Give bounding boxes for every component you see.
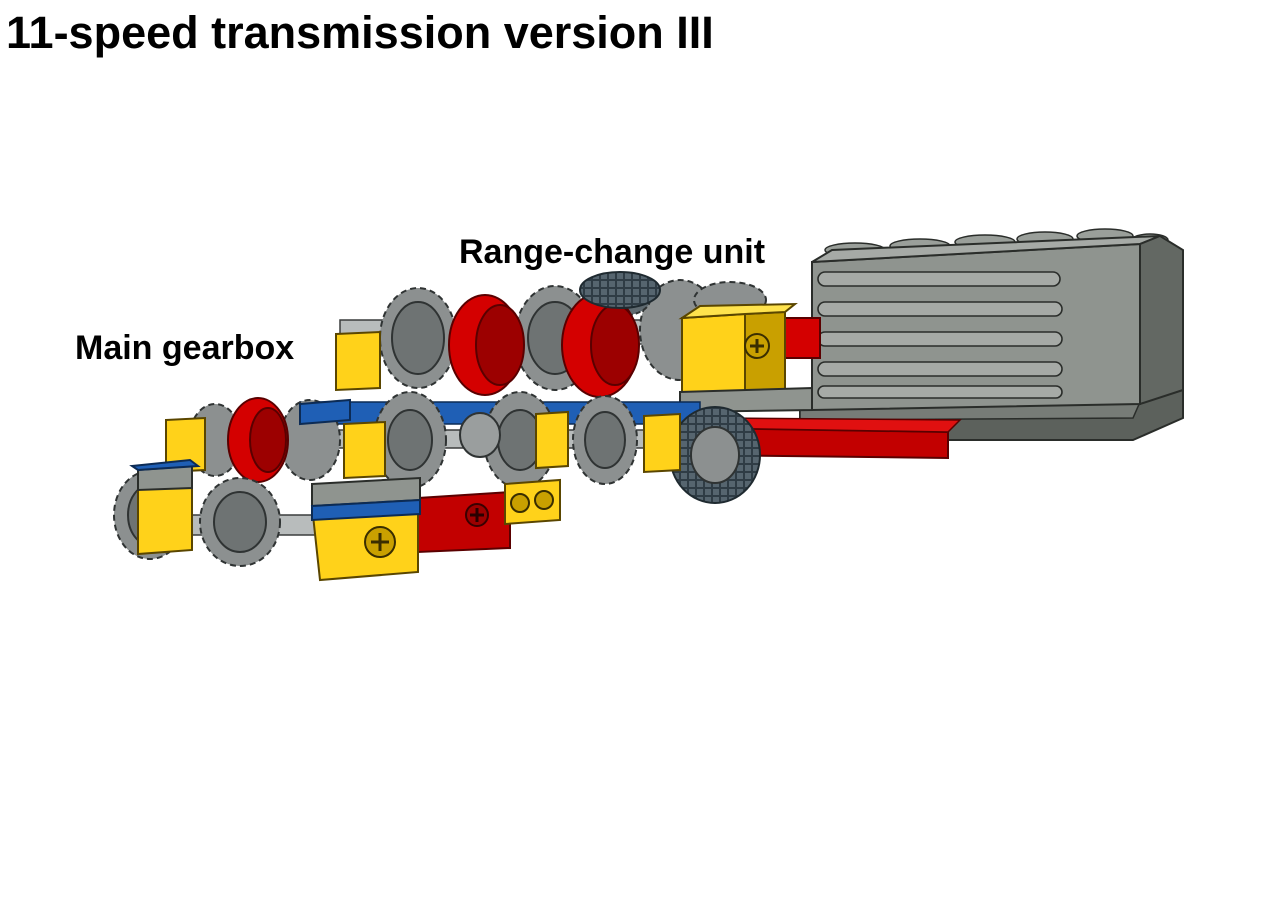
motor-block — [799, 228, 1184, 441]
range-change-shaft — [335, 279, 821, 414]
red-base-plates — [417, 417, 962, 554]
main-gearbox-lower-shaft — [113, 458, 561, 582]
range-change-unit-label: Range-change unit — [459, 233, 766, 271]
main-gearbox-middle-shaft — [165, 271, 761, 504]
page-title: 11-speed transmission version III — [6, 7, 714, 58]
main-gearbox-label: Main gearbox — [75, 329, 295, 367]
